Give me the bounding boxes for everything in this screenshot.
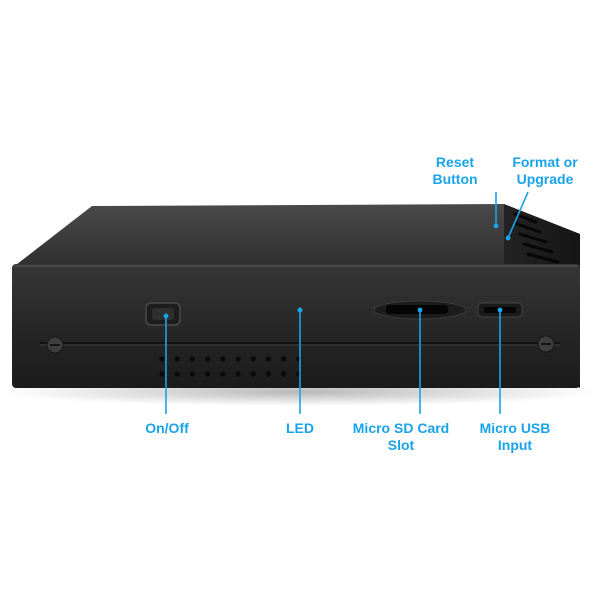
grille-hole — [189, 356, 195, 362]
grille-hole — [174, 371, 180, 377]
grille-hole — [159, 371, 165, 377]
device-top-face — [12, 204, 580, 278]
led-indicator — [297, 307, 303, 313]
sd-label-line1: Micro SD Card — [352, 420, 450, 436]
micro-usb-label: Micro USB Input — [470, 420, 560, 454]
format-upgrade-label: Format or Upgrade — [503, 154, 587, 188]
on-off-label: On/Off — [134, 420, 200, 437]
screw-left — [46, 336, 64, 354]
device-front-face — [12, 264, 580, 388]
grille-hole — [189, 371, 195, 377]
usb-label-line2: Input — [497, 437, 533, 453]
grille-hole — [250, 371, 256, 377]
grille-hole — [265, 371, 271, 377]
speaker-grille — [159, 356, 302, 377]
led-label-line1: LED — [286, 420, 314, 436]
reset-button-label: Reset Button — [424, 154, 486, 188]
micro-sd-label: Micro SD Card Slot — [340, 420, 462, 454]
format-label-line1: Format or — [512, 154, 578, 170]
grille-hole — [250, 356, 256, 362]
grille-hole — [235, 356, 241, 362]
format-label-line2: Upgrade — [516, 171, 574, 187]
grille-hole — [235, 371, 241, 377]
leader-lines — [163, 191, 529, 414]
grille-hole — [281, 371, 287, 377]
grille-hole — [265, 356, 271, 362]
grille-hole — [281, 356, 287, 362]
grille-hole — [159, 356, 165, 362]
onoff-label-line1: On/Off — [145, 420, 189, 436]
grille-hole — [220, 356, 226, 362]
grille-hole — [205, 371, 211, 377]
screw-right — [537, 335, 555, 353]
reset-label-line1: Reset — [435, 154, 475, 170]
grille-hole — [205, 356, 211, 362]
reset-label-line2: Button — [432, 171, 478, 187]
grille-hole — [220, 371, 226, 377]
power-button[interactable] — [145, 302, 181, 326]
usb-label-line1: Micro USB — [479, 420, 551, 436]
led-label: LED — [278, 420, 322, 437]
grille-hole — [174, 356, 180, 362]
sd-label-line2: Slot — [387, 437, 415, 453]
